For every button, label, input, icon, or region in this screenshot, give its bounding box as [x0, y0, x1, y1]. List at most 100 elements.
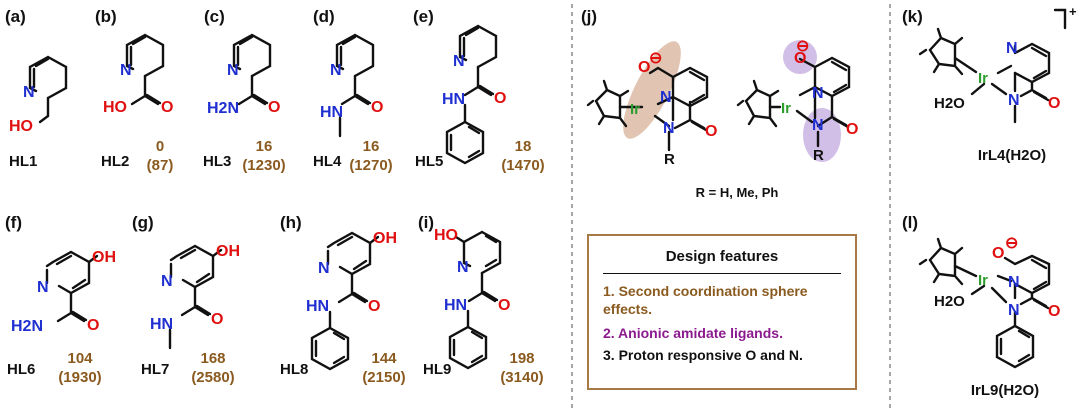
value-hl5: 18: [515, 138, 532, 155]
design-feature-2: 2. Anionic amidate ligands.: [603, 325, 783, 341]
structure-hl4: [335, 33, 375, 138]
r-group-note: R = H, Me, Ph: [696, 185, 779, 200]
compound-label-hl2: HL2: [101, 153, 129, 170]
atom-h2o: H2O: [934, 95, 965, 112]
compound-label-hl8: HL8: [280, 361, 308, 378]
atom-h2n: H2N: [11, 318, 43, 335]
structure-hl1: [28, 55, 68, 124]
value-hl6: 104: [67, 350, 93, 367]
value-hl9: 198: [509, 350, 534, 367]
atom-o: O: [368, 298, 380, 315]
atom-o: O: [498, 297, 510, 314]
panel-letter-j: (j): [581, 7, 597, 26]
atom-oh: OH: [216, 243, 240, 260]
panel-letter-k: (k): [902, 7, 923, 26]
atom-r: R: [813, 147, 824, 164]
atom-o: O: [794, 50, 806, 67]
design-features-divider: [603, 273, 841, 274]
panel-e: (e) N HN O HL5 18 (1470): [413, 7, 545, 174]
structure-hl2: [125, 33, 165, 106]
design-features-box: Design features 1. Second coordination s…: [587, 234, 857, 390]
charge-plus: +: [1069, 4, 1077, 19]
atom-o: O: [1048, 303, 1060, 320]
complex-j2: [736, 56, 851, 148]
atom-o: O: [846, 121, 858, 138]
design-feature-3: 3. Proton responsive O and N.: [603, 347, 803, 363]
atom-n: N: [330, 62, 342, 79]
atom-ir: Ir: [978, 70, 988, 87]
atom-n: N: [453, 53, 465, 70]
atom-o: O: [992, 245, 1004, 262]
value-paren-hl5: (1470): [501, 157, 544, 174]
atom-hn: HN: [444, 297, 467, 314]
panel-f: (f) N OH H2N O HL6 104 (1930): [5, 213, 116, 386]
complex-irl4: [918, 8, 1067, 124]
structure-hl6: [45, 250, 99, 323]
value-paren-hl7: (2580): [191, 369, 234, 386]
atom-ho: HO: [434, 227, 458, 244]
atom-hn: HN: [306, 298, 329, 315]
panel-letter-i: (i): [418, 213, 434, 232]
design-features-title: Design features: [665, 248, 779, 265]
value-paren-hl3: (1230): [242, 157, 285, 174]
atom-o: O: [638, 59, 650, 76]
atom-hn: HN: [320, 104, 343, 121]
atom-ir: Ir: [630, 101, 640, 118]
atom-n: N: [660, 89, 672, 106]
atom-hn: HN: [442, 91, 465, 108]
atom-oh: OH: [92, 249, 116, 266]
atom-hn: HN: [150, 316, 173, 333]
atom-n: N: [1008, 274, 1020, 291]
value-paren-hl4: (1270): [349, 157, 392, 174]
panel-letter-b: (b): [95, 7, 117, 26]
atom-ir: Ir: [781, 100, 791, 117]
charge-minus: ⊖: [1005, 235, 1018, 252]
atom-h2o: H2O: [934, 293, 965, 310]
atom-n: N: [812, 85, 824, 102]
value-hl7: 168: [200, 350, 225, 367]
atom-o: O: [87, 317, 99, 334]
compound-label-hl6: HL6: [7, 361, 35, 378]
compound-label-hl3: HL3: [203, 153, 231, 170]
value-paren-hl2: (87): [147, 157, 174, 174]
atom-h2n: H2N: [207, 100, 239, 117]
atom-n: N: [1008, 302, 1020, 319]
design-feature-1: 1. Second coordination sphere effects.: [603, 283, 808, 317]
atom-o: O: [268, 99, 280, 116]
atom-n: N: [37, 279, 49, 296]
panel-h: (h) N OH HN O HL8 144 (2150): [280, 213, 406, 386]
panel-letter-e: (e): [413, 7, 434, 26]
atom-n: N: [161, 273, 173, 290]
atom-o: O: [1048, 95, 1060, 112]
atom-ho: HO: [103, 99, 127, 116]
charge-minus: ⊖: [796, 38, 809, 55]
complex-irl9: [918, 237, 1051, 369]
atom-o: O: [211, 311, 223, 328]
value-hl2: 0: [156, 138, 164, 155]
atom-o: O: [371, 99, 383, 116]
panel-b: (b) N HO O HL2 0 (87): [95, 7, 173, 174]
structure-hl5: [445, 24, 498, 165]
panel-c: (c) N H2N O HL3 16 (1230): [203, 7, 286, 174]
compound-label-hl5: HL5: [415, 153, 443, 170]
complex-j1: [586, 66, 709, 152]
atom-ir: Ir: [978, 272, 988, 289]
panel-i: (i) HO N HN O HL9 198 (3140): [418, 213, 544, 386]
value-paren-hl9: (3140): [500, 369, 543, 386]
atom-n: N: [812, 117, 824, 134]
panel-letter-d: (d): [313, 7, 335, 26]
atom-n: N: [1006, 40, 1018, 57]
atom-n: N: [23, 84, 35, 101]
panel-k: (k) Ir N N O H2O + IrL4(H2O): [902, 4, 1077, 164]
panel-d: (d) N HN O HL4 16 (1270): [313, 7, 393, 174]
panel-letter-l: (l): [902, 213, 918, 232]
compound-label-hl1: HL1: [9, 153, 37, 170]
atom-n: N: [663, 120, 675, 137]
compound-label-irl4: IrL4(H2O): [978, 147, 1046, 164]
highlight-second-sphere: [623, 41, 681, 139]
panel-letter-g: (g): [132, 213, 154, 232]
atom-n: N: [227, 62, 239, 79]
value-hl3: 16: [256, 138, 273, 155]
atom-n: N: [1008, 92, 1020, 109]
